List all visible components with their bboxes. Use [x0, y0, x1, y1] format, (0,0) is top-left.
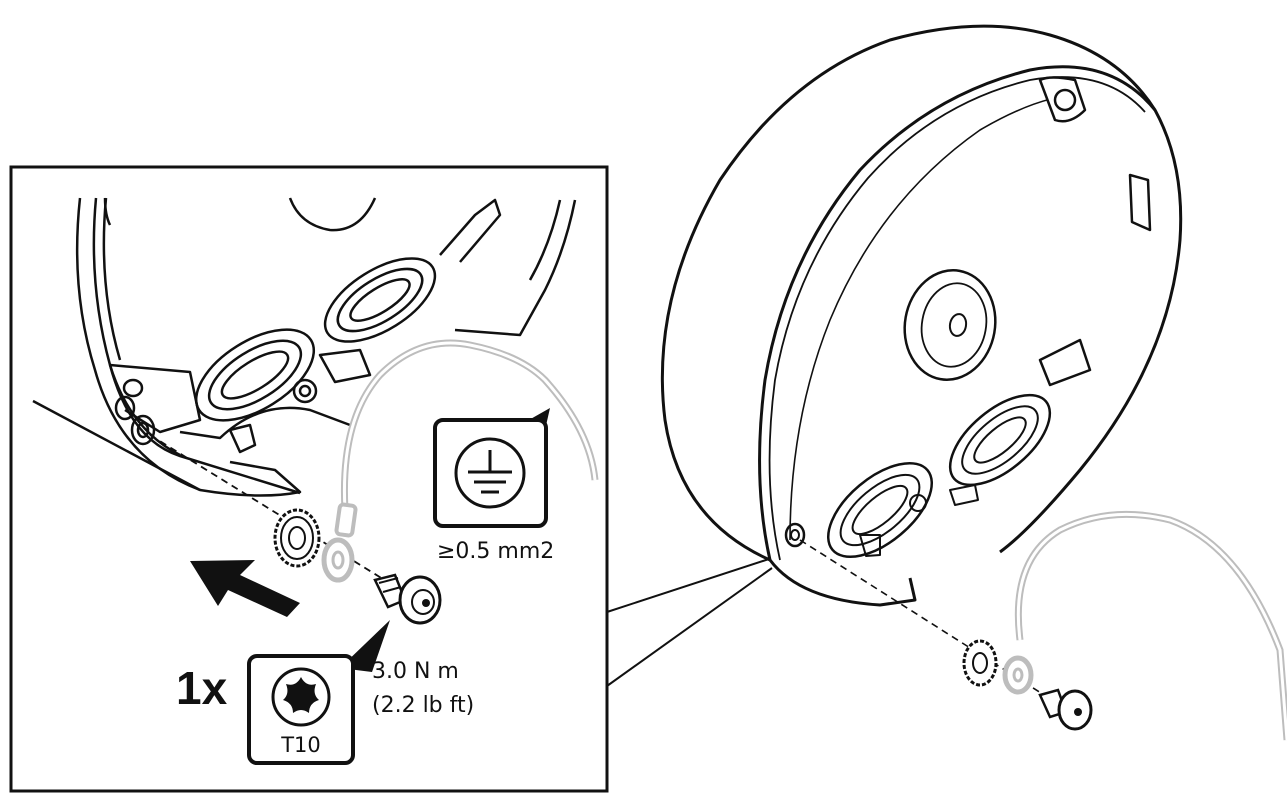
overview-screw [1038, 688, 1093, 731]
torque-imperial: (2.2 lb ft) [372, 693, 474, 718]
ring-terminal [321, 502, 358, 583]
callout-leader-bottom [606, 567, 773, 687]
torx-size-label: T10 [280, 733, 321, 757]
protective-earth-ground-icon [454, 437, 526, 509]
callout-leader-top [606, 557, 773, 613]
torx-bit-icon [271, 667, 331, 727]
overview-ring-terminal [1002, 655, 1034, 695]
housing-outer-wall [660, 24, 1183, 562]
center-boss [903, 269, 997, 381]
inset-housing-closeup [32, 197, 577, 497]
ground-symbol-badge [433, 408, 550, 528]
push-direction-arrow-icon [190, 560, 300, 617]
junction-box-overview [660, 24, 1183, 607]
wire-gauge-spec: ≥0.5 mm2 [437, 539, 554, 564]
overview-lock-washer [962, 639, 998, 687]
detail-inset: ≥0.5 mm2 T10 1x 3.0 N m (2.2 lb ft) [9, 165, 773, 793]
quantity-label: 1x [176, 662, 228, 714]
lock-washer [273, 508, 321, 568]
torx-tool-badge [247, 620, 390, 765]
torque-metric: 3.0 N m [372, 659, 459, 684]
screw [373, 573, 442, 625]
